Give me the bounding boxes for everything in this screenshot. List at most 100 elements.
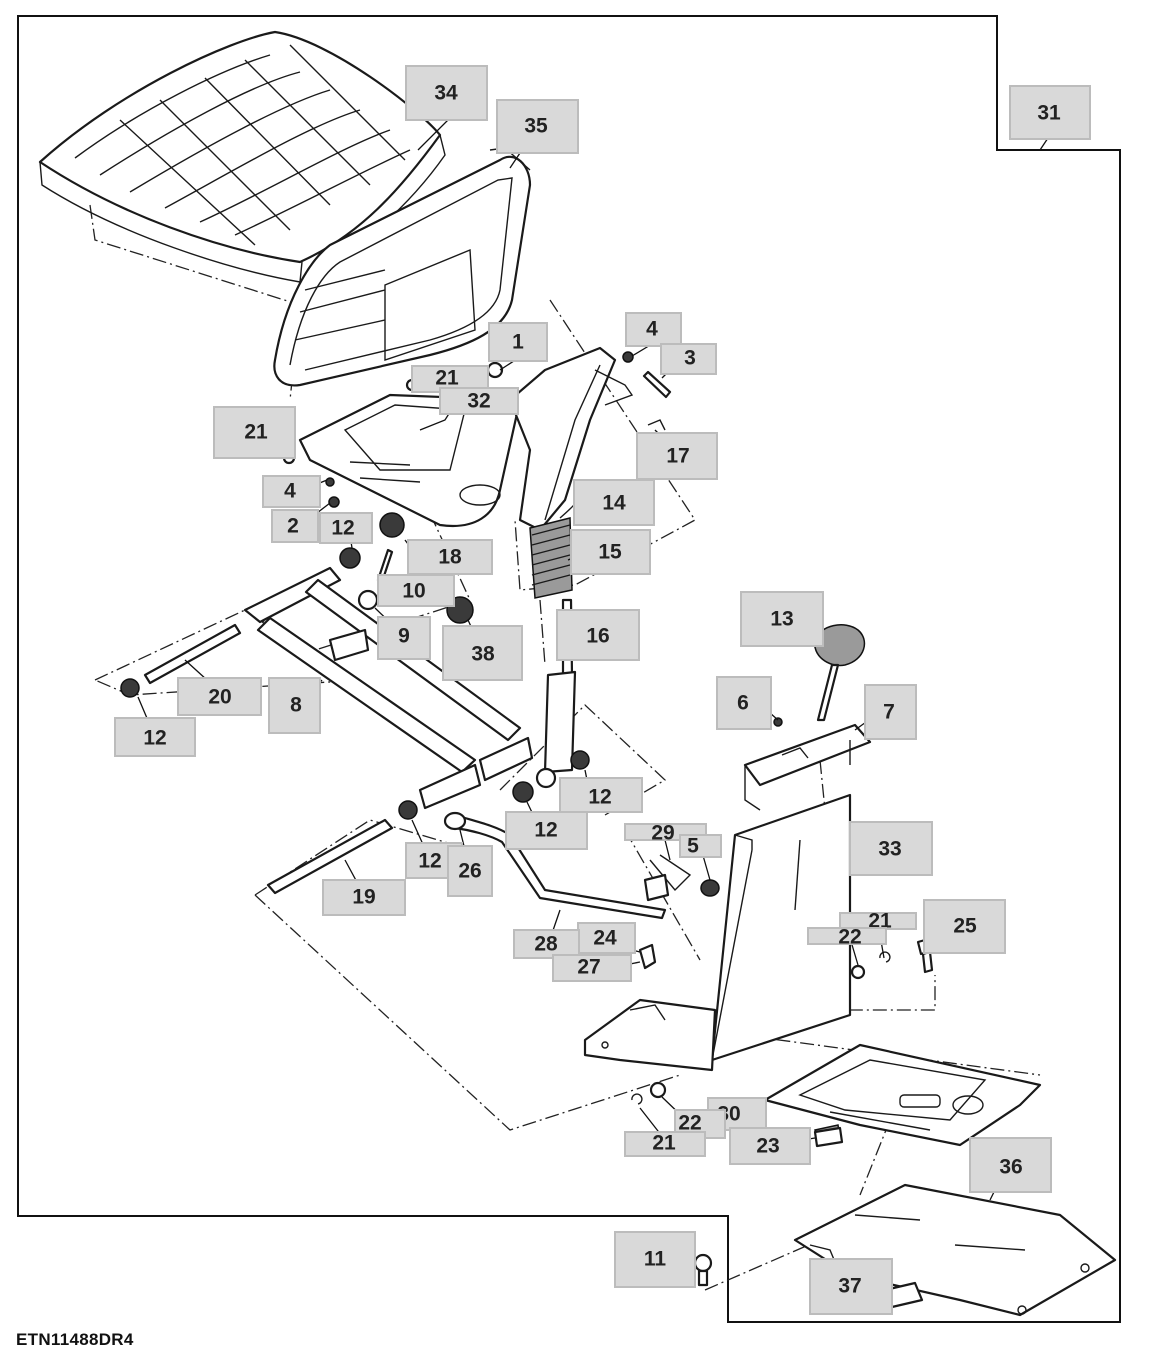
svg-text:10: 10 (402, 580, 425, 603)
svg-text:4: 4 (646, 318, 658, 341)
svg-text:21: 21 (652, 1132, 676, 1155)
callout-25: 25 (923, 899, 1006, 954)
svg-text:20: 20 (208, 686, 231, 709)
svg-text:12: 12 (418, 850, 441, 873)
seat-cushion (38, 30, 446, 283)
callout-21-lower: 21 (624, 1131, 706, 1157)
svg-text:2: 2 (287, 515, 299, 538)
rail-clip (813, 1126, 844, 1148)
callout-12-upper: 12 (319, 512, 373, 544)
svg-text:21: 21 (868, 910, 892, 933)
callout-26: 26 (447, 845, 493, 897)
callout-9: 9 (377, 616, 431, 660)
svg-text:27: 27 (577, 956, 600, 979)
callout-20: 20 (177, 677, 262, 716)
svg-text:38: 38 (471, 643, 495, 666)
svg-text:12: 12 (588, 786, 611, 809)
mount-base-plate (583, 998, 717, 1072)
svg-text:21: 21 (244, 421, 268, 444)
pivot-rod-lower (266, 818, 394, 895)
svg-text:24: 24 (593, 927, 617, 950)
callout-19: 19 (322, 879, 406, 916)
svg-text:35: 35 (524, 115, 548, 138)
svg-text:12: 12 (331, 517, 354, 540)
svg-text:12: 12 (534, 819, 557, 842)
callout-16: 16 (556, 609, 640, 661)
callout-35: 35 (496, 99, 579, 154)
callout-27: 27 (552, 954, 632, 982)
callouts: 34 35 31 1 4 3 21 32 21 17 4 14 2 12 18 … (114, 65, 1091, 1315)
callout-7: 7 (864, 684, 917, 740)
svg-text:6: 6 (737, 692, 749, 715)
callout-12-mid: 12 (505, 811, 588, 850)
callout-23: 23 (729, 1127, 811, 1165)
svg-text:36: 36 (999, 1156, 1022, 1179)
svg-text:26: 26 (458, 860, 481, 883)
callout-6: 6 (716, 676, 772, 730)
svg-text:12: 12 (143, 727, 166, 750)
callout-8: 8 (268, 677, 321, 734)
callout-34: 34 (405, 65, 488, 121)
callout-11: 11 (614, 1231, 696, 1288)
svg-text:23: 23 (756, 1135, 779, 1158)
callout-5: 5 (679, 834, 722, 858)
svg-text:5: 5 (687, 835, 699, 858)
callout-24: 24 (577, 922, 636, 954)
svg-text:18: 18 (438, 546, 462, 569)
washers-and-bolts (631, 936, 937, 1105)
callout-22-right: 22 (807, 926, 887, 949)
callout-33: 33 (849, 821, 933, 876)
diagram-frame (17, 15, 1121, 1323)
seat-mount-upright (710, 793, 852, 1062)
callout-10: 10 (377, 574, 455, 607)
svg-text:4: 4 (284, 480, 296, 503)
svg-text:32: 32 (467, 390, 490, 413)
svg-text:37: 37 (838, 1275, 861, 1298)
svg-text:9: 9 (398, 625, 410, 648)
callout-14: 14 (573, 479, 655, 526)
figure-id: ETN11488DR4 (16, 1330, 134, 1349)
svg-text:25: 25 (953, 915, 977, 938)
callout-18: 18 (407, 539, 493, 575)
callout-2: 2 (271, 509, 319, 543)
adjustment-knob-assembly (743, 624, 872, 811)
svg-text:33: 33 (878, 838, 901, 861)
pivot-rod-upper (143, 623, 242, 685)
callout-1: 1 (488, 322, 548, 362)
svg-text:13: 13 (770, 608, 793, 631)
callout-31: 31 (1009, 85, 1091, 140)
svg-text:34: 34 (434, 82, 458, 105)
svg-text:14: 14 (602, 492, 626, 515)
svg-text:8: 8 (290, 694, 302, 717)
callout-12-left: 12 (114, 717, 196, 757)
svg-text:3: 3 (684, 347, 696, 370)
svg-text:22: 22 (678, 1112, 701, 1135)
svg-text:1: 1 (512, 331, 524, 354)
callout-13: 13 (740, 591, 824, 647)
callout-12-right: 12 (559, 777, 643, 813)
suspension-spring (529, 489, 582, 599)
callout-28: 28 (513, 929, 580, 959)
svg-text:22: 22 (838, 926, 861, 949)
callout-4-top: 4 (625, 312, 682, 347)
svg-text:7: 7 (883, 701, 895, 724)
seat-pan-bracket (298, 346, 634, 532)
svg-text:21: 21 (435, 367, 459, 390)
callout-38: 38 (442, 625, 523, 681)
callout-3: 3 (660, 343, 717, 375)
callout-15: 15 (570, 529, 651, 575)
latch-components (624, 854, 720, 970)
svg-text:29: 29 (651, 822, 674, 845)
callout-37: 37 (809, 1258, 893, 1315)
svg-text:16: 16 (586, 625, 609, 648)
callout-21-left: 21 (213, 406, 296, 459)
svg-text:19: 19 (352, 886, 375, 909)
svg-text:17: 17 (666, 445, 689, 468)
bolt (693, 1253, 713, 1287)
callout-21-right: 21 (839, 910, 917, 933)
svg-text:31: 31 (1037, 102, 1061, 125)
callout-4-left: 4 (262, 475, 321, 508)
callout-32: 32 (439, 387, 519, 415)
svg-text:28: 28 (534, 933, 558, 956)
